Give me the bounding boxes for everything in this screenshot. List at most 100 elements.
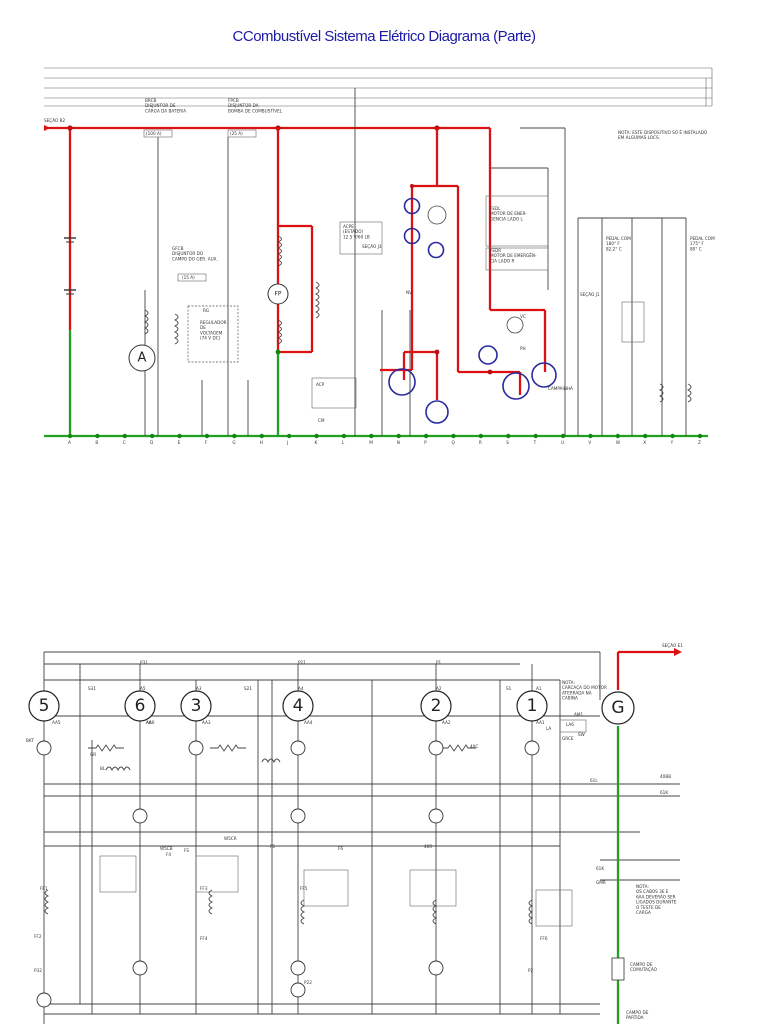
ref-label: F6	[338, 846, 343, 851]
vc-label: VC	[520, 314, 526, 319]
ref-label: SW	[578, 732, 585, 737]
acp-label: ACP	[316, 382, 325, 387]
secao-arrow-icon	[44, 125, 50, 131]
ground-dot	[588, 433, 593, 439]
nv-label: NV	[406, 290, 412, 295]
terminal-label: W	[616, 440, 620, 445]
ground-dot	[95, 433, 100, 439]
ground-dot	[67, 433, 73, 439]
page-title: CCombustível Sistema Elétrico Diagrama (…	[232, 28, 536, 45]
secao-j3-label: SEÇÃO J3	[362, 244, 382, 249]
ref-label: FF6	[540, 936, 548, 941]
terminal-label: L	[342, 440, 345, 445]
terminal-label: N	[397, 440, 400, 445]
coil-icons	[143, 281, 692, 403]
ref-label: A3	[196, 686, 202, 691]
generator-circle	[124, 690, 156, 722]
ground-dot	[314, 433, 319, 439]
terminal-label: R	[479, 440, 482, 445]
acpe-label: ACPE(ESTADO)12.5 V/60 LB	[343, 224, 370, 239]
ref-label: 61K	[596, 866, 604, 871]
ref-label: S1	[506, 686, 512, 691]
ref-label: 61L	[590, 778, 598, 783]
ammeter: A	[128, 344, 156, 372]
secao-j1-label: SEÇÃO J1	[580, 292, 600, 297]
ground-dot	[149, 433, 155, 439]
control-network	[380, 128, 547, 400]
bkt-circle	[428, 808, 444, 824]
terminal-label: S	[506, 440, 509, 445]
ground-dot	[286, 433, 292, 439]
ref-label: F4	[166, 852, 171, 857]
bkt-circle	[290, 960, 306, 976]
ground-dot	[423, 433, 429, 439]
terminal-label: P	[424, 440, 427, 445]
terminal-label: Y	[670, 440, 674, 445]
generator-number: 3	[191, 696, 202, 716]
generator-circle	[420, 690, 452, 722]
rg-label: RG	[203, 308, 209, 313]
secao-label-top: SEÇÃO B2	[44, 118, 66, 123]
ref-label: FF1	[40, 886, 48, 891]
bkt-circle	[290, 808, 306, 824]
bkt-circle	[132, 808, 148, 824]
ref-label: 40C	[470, 744, 478, 749]
ref-label: AA3	[202, 720, 211, 725]
ref-label: P31	[140, 660, 148, 665]
ground-dot	[697, 433, 703, 439]
terminal-label: E	[178, 440, 181, 445]
ground-dot	[670, 433, 675, 439]
fuel-pump-motor-label: FP	[274, 291, 281, 298]
output-arrow-icon	[674, 648, 682, 656]
terminal-label: G	[232, 440, 235, 445]
bkt-circle	[524, 740, 540, 756]
ref-label: AA4	[304, 720, 313, 725]
ref-label: A5	[140, 686, 146, 691]
ref-label: LA6	[566, 722, 574, 727]
ref-label: P32	[34, 968, 42, 973]
ref-label: FF3	[200, 886, 208, 891]
battery-breaker-value: (100 A)	[146, 131, 162, 136]
top-thin-wires	[144, 88, 687, 436]
ground-dot	[204, 433, 210, 439]
bkt-circle	[428, 740, 444, 756]
field-breaker-value: (15 A)	[182, 275, 195, 280]
ref-label: LA	[546, 726, 551, 731]
ground-dot	[615, 433, 621, 439]
ref-label: P2	[528, 968, 534, 973]
ref-label: FF5	[300, 886, 308, 891]
campainha-label: CAMPAINHA	[548, 386, 573, 391]
ground-dot	[478, 433, 484, 439]
cm-label: CM	[318, 418, 325, 423]
ref-label: 40R	[424, 844, 432, 849]
secao-label-bottom: SEÇÃO E1	[662, 643, 683, 648]
ref-label: GRCE	[562, 736, 574, 741]
terminal-label: H	[260, 440, 263, 445]
terminal-label: A	[68, 440, 71, 445]
ref-label: GMR	[596, 880, 606, 885]
fuel-pump-breaker-value: (25 A)	[230, 131, 243, 136]
ground-dot	[369, 433, 374, 439]
terminal-label: M	[369, 440, 373, 445]
ref-label: FF4	[200, 936, 208, 941]
ref-label: P1	[436, 660, 442, 665]
bkt-circle	[428, 960, 444, 976]
ground-dot	[451, 433, 456, 439]
terminal-label: Q	[451, 440, 455, 445]
main-generator: G	[601, 691, 635, 725]
ref-label: AA6	[146, 720, 155, 725]
main-generator-label: G	[611, 698, 624, 718]
